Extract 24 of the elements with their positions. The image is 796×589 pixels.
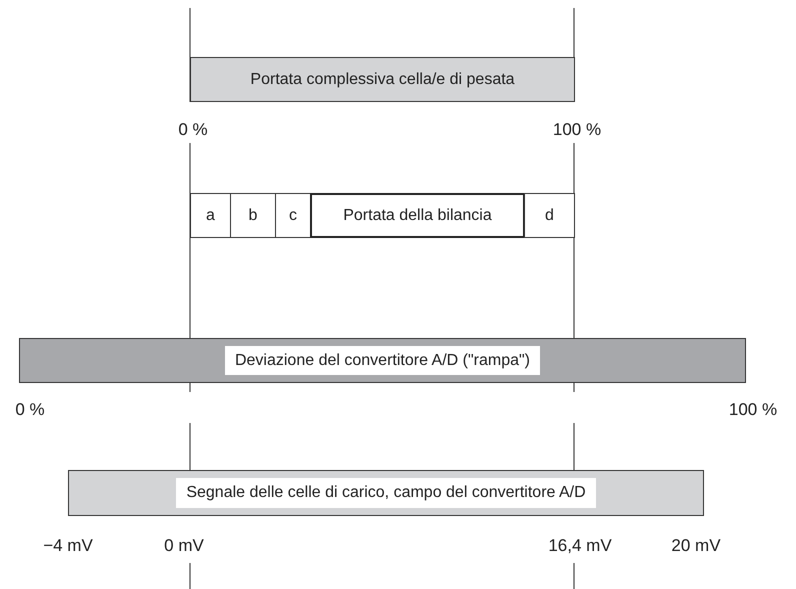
bar-label: Segnale delle celle di carico, campo del convertitore A/D <box>176 478 596 508</box>
range-bar <box>190 57 575 102</box>
range-bar <box>68 470 704 516</box>
range-bar <box>19 338 746 383</box>
scale-value: 16,4 mV <box>548 536 612 556</box>
scale-value: −4 mV <box>43 536 93 556</box>
range-segment <box>190 193 231 238</box>
range-segment <box>524 193 575 238</box>
scale-value: 100 % <box>552 120 602 140</box>
bar-label: Portata della bilancia <box>343 206 492 226</box>
scale-value: 0 mV <box>164 536 204 556</box>
scale-value: 0 % <box>15 400 45 420</box>
range-segment <box>275 193 311 238</box>
bar-label: d <box>545 206 554 226</box>
bar-label: b <box>248 206 258 226</box>
scale-value: 0 % <box>178 120 208 140</box>
range-segment <box>310 193 525 238</box>
bar-label: Portata complessiva cella/e di pesata <box>250 70 515 90</box>
bar-label: Deviazione del convertitore A/D ("rampa") <box>224 346 540 376</box>
bar-label: c <box>289 206 297 226</box>
bar-label: a <box>206 206 215 226</box>
scale-value: 100 % <box>728 400 778 420</box>
scale-value: 20 mV <box>671 536 721 556</box>
range-segment <box>230 193 276 238</box>
